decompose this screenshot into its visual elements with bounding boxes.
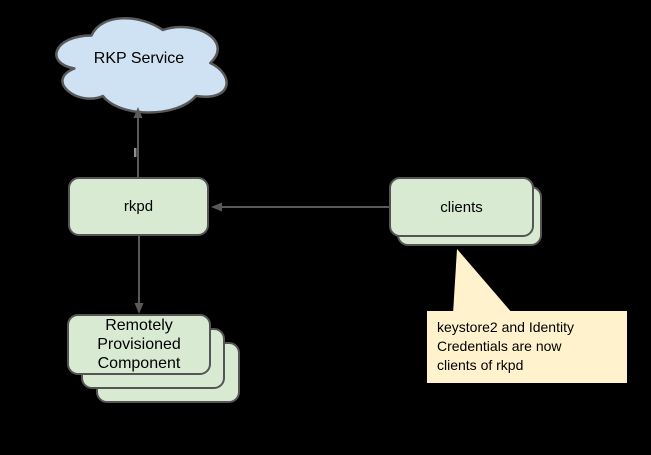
callout-tail (453, 249, 513, 314)
node-rpc: Remotely Provisioned Component (67, 314, 211, 375)
arrowhead-left-icon (211, 202, 222, 212)
node-rpc-label-line1: Remotely (105, 317, 173, 334)
callout-note: keystore2 and Identity Credentials are n… (427, 311, 627, 383)
node-clients-label: clients (440, 198, 483, 216)
arrowhead-down-icon (134, 303, 144, 314)
node-rpc-label-line3: Component (97, 355, 181, 372)
node-rkpd: rkpd (68, 177, 209, 236)
node-rpc-label-line2: Provisioned (97, 336, 181, 353)
callout-line1: keystore2 and Identity (437, 319, 574, 335)
node-clients: clients (389, 177, 534, 237)
node-rpc-label: Remotely Provisioned Component (97, 316, 181, 373)
callout-line2: Credentials are now (437, 338, 562, 354)
node-rkpd-label: rkpd (123, 198, 154, 215)
callout-line3: clients of rkpd (437, 357, 524, 373)
node-rkp-service-label: RKP Service (93, 50, 185, 67)
connector-midpoint-handle (134, 148, 137, 157)
